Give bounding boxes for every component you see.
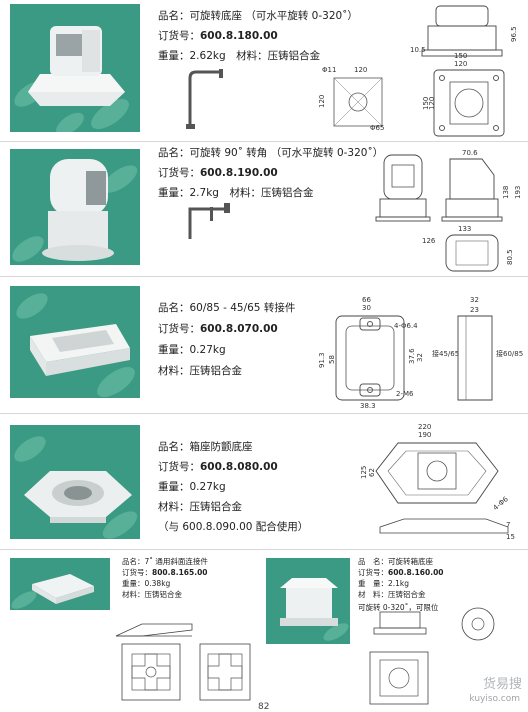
dim-label: 2-M6 <box>396 390 414 398</box>
dim-label: 32 <box>470 296 479 304</box>
dim-label: 190 <box>418 431 431 439</box>
product-info-1: 品名：可旋转底座 （可水平旋转 0-320˚） 订货号：600.8.180.00… <box>158 10 358 62</box>
drawing-box-base-top <box>362 648 436 708</box>
drawing-slope-side <box>112 618 196 642</box>
product-photo-anti-shake-base <box>10 425 140 539</box>
dim-label: 193 <box>514 186 522 199</box>
dim-label: 23 <box>470 306 479 314</box>
dim-label: 120 <box>318 95 326 108</box>
dim-label: 38.3 <box>360 402 376 410</box>
order-number: 600.8.180.00 <box>200 30 278 42</box>
drawing-corner-plate: 133 126 80.5 <box>420 225 520 273</box>
compatibility-note: （与 600.8.090.00 配合使用） <box>158 521 309 533</box>
drawing-corner-front <box>372 151 432 223</box>
dim-label: 91.3 <box>318 352 326 368</box>
product-info-4: 品名：箱座防颤底座 订货号：600.8.080.00 重量：0.27kg 材料：… <box>158 437 308 537</box>
drawing-adapter-top: 66 30 4-Φ6.4 91.3 58 37.6 32 2-M6 38.3 <box>312 296 424 410</box>
drawing-side-arm <box>186 68 226 130</box>
product-section-1: 品名：可旋转底座 （可水平旋转 0-320˚） 订货号：600.8.180.00… <box>0 0 528 140</box>
dim-label: 150 <box>422 97 430 110</box>
drawing-corner-side: 70.6 138 193 <box>436 147 528 227</box>
product-name: 可旋转箱底座 <box>388 557 433 566</box>
dim-label: 126 <box>422 237 436 245</box>
order-number: 600.8.070.00 <box>200 323 278 335</box>
product-photo-rotating-base <box>10 4 140 132</box>
dim-label: 4-Φ6.4 <box>394 322 418 330</box>
dim-label: 133 <box>458 225 471 233</box>
watermark-logo: 货易搜 <box>482 677 522 692</box>
product-photo-adapter <box>10 286 140 398</box>
dim-label: 15 <box>506 533 515 541</box>
product-info-3: 品名：60/85 - 45/65 转接件 订货号：600.8.070.00 重量… <box>158 302 296 377</box>
product-info-2: 品名：可旋转 90˚ 转角 （可水平旋转 0-320˚） 订货号：600.8.1… <box>158 147 384 199</box>
dim-label: 66 <box>362 296 371 304</box>
product-info-6: 品 名：可旋转箱底座 订货号：600.8.160.00 重 量：2.1kg 材 … <box>358 557 444 612</box>
watermark-url: kuyiso.com <box>469 694 520 704</box>
product-section-5: 品名：7˚ 通用斜面连接件 订货号：800.8.165.00 重量：0.38kg… <box>0 552 528 710</box>
dim-label: 4-Φ6 <box>492 495 511 512</box>
order-number: 600.8.190.00 <box>200 167 278 179</box>
dim-label: 120 <box>454 60 467 68</box>
dim-label: 10.5 <box>410 46 426 54</box>
dim-label: 96.5 <box>510 26 518 42</box>
product-name: 可旋转 90˚ 转角 （可水平旋转 0-320˚） <box>189 147 384 159</box>
product-name: 可旋转底座 （可水平旋转 0-320˚） <box>189 10 358 22</box>
dim-label: Φ11 <box>322 66 336 74</box>
dim-label: 30 <box>362 304 371 312</box>
drawing-corner-arm <box>186 201 232 241</box>
product-photo-rotating-box-base <box>266 558 350 644</box>
order-number: 800.8.165.00 <box>152 568 208 577</box>
dim-label: 125 <box>360 466 368 479</box>
dim-label: 138 <box>502 186 510 199</box>
page-number: 82 <box>258 702 270 712</box>
dim-label: 32 <box>416 353 424 362</box>
dim-label: 7 <box>506 521 510 529</box>
dim-label: 120 <box>428 97 436 110</box>
product-photo-90-corner <box>10 149 140 265</box>
drawing-front-view: 10.5 96.5 <box>408 2 518 62</box>
dim-label: 接45/65 <box>432 349 459 358</box>
drawing-slope-top-a <box>112 640 190 706</box>
product-name: 60/85 - 45/65 转接件 <box>189 302 296 314</box>
dim-label: 70.6 <box>462 149 478 157</box>
drawing-anti-shake-top: 220 190 125 62 4-Φ6 7 15 <box>356 423 518 541</box>
dim-label: 220 <box>418 423 431 431</box>
product-name: 箱座防颤底座 <box>189 441 253 453</box>
dim-label: 120 <box>354 66 367 74</box>
dim-label: Φ65 <box>370 124 384 132</box>
drawing-slope-top-b <box>196 640 254 706</box>
product-name: 7˚ 通用斜面连接件 <box>144 557 208 566</box>
product-info-5: 品名：7˚ 通用斜面连接件 订货号：800.8.165.00 重量：0.38kg… <box>122 557 208 599</box>
dim-label: 80.5 <box>506 249 514 265</box>
product-photo-slope-connector <box>10 558 110 610</box>
order-number: 600.8.080.00 <box>200 461 278 473</box>
drawing-box-base-round <box>450 602 506 644</box>
rotation-note: 可旋转 0-320˚，可限位 <box>358 603 439 612</box>
order-number: 600.8.160.00 <box>388 568 444 577</box>
dim-label: 150 <box>454 52 467 60</box>
product-section-4: 品名：箱座防颤底座 订货号：600.8.080.00 重量：0.27kg 材料：… <box>0 415 528 545</box>
product-section-2: 品名：可旋转 90˚ 转角 （可水平旋转 0-320˚） 订货号：600.8.1… <box>0 143 528 273</box>
drawing-box-base-front <box>370 608 430 638</box>
drawing-flange-plate: Φ11 120 120 Φ65 <box>318 64 398 132</box>
product-section-3: 品名：60/85 - 45/65 转接件 订货号：600.8.070.00 重量… <box>0 278 528 410</box>
dim-label: 接60/85 <box>496 349 523 358</box>
dim-label: 62 <box>368 468 376 477</box>
drawing-top-view: 150 120 150 120 <box>420 52 520 138</box>
dim-label: 37.6 <box>408 348 416 364</box>
drawing-adapter-side: 32 23 接45/65 接60/85 <box>430 296 523 408</box>
dim-label: 58 <box>328 355 336 364</box>
